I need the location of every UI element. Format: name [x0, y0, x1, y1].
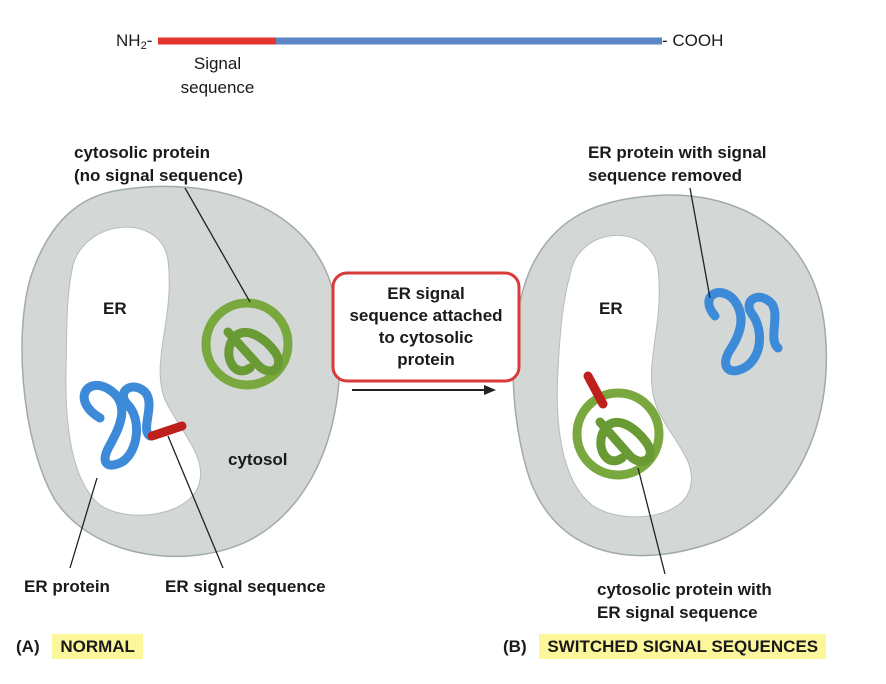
- signal-label-line-2: sequence: [180, 78, 255, 97]
- transition-line-4: protein: [397, 350, 455, 369]
- er-label-b: ER: [599, 299, 623, 318]
- cell-a-er: [65, 226, 202, 516]
- er-protein-b: [704, 288, 783, 376]
- signal-label-line-1: Signal: [193, 54, 242, 73]
- panel-a-letter: (A): [16, 637, 40, 656]
- c-terminus-label: - COOH: [662, 31, 724, 50]
- cytosolic-label-a-line-2: (no signal sequence): [74, 166, 244, 185]
- panel-b-title: SWITCHED SIGNAL SEQUENCES: [539, 634, 827, 659]
- transition-arrow: [352, 385, 496, 395]
- cytosolic-protein-b: [572, 371, 664, 480]
- er-signal-sequence-a: [147, 421, 187, 441]
- er-protein-label-a: ER protein: [24, 577, 110, 596]
- er-protein-label-b: ER protein with signal sequence removed: [588, 141, 767, 187]
- n-terminus-label: NH2-: [116, 31, 152, 52]
- panel-a-title: NORMAL: [52, 634, 143, 659]
- cell-b: [512, 194, 828, 557]
- cytosolic-protein-label-b: cytosolic protein with ER signal sequenc…: [597, 578, 772, 624]
- cell-a: [21, 185, 341, 558]
- transition-box-text: ER signal sequence attached to cytosolic…: [336, 283, 516, 371]
- n-terminus-dash: -: [146, 31, 153, 50]
- cytosolic-label-b-line-1: cytosolic protein with: [597, 580, 772, 599]
- cytosol-label-a: cytosol: [228, 450, 288, 469]
- n-terminus-subscript: 2: [140, 40, 147, 52]
- panel-b-caption: (B) SWITCHED SIGNAL SEQUENCES: [503, 634, 827, 659]
- transition-line-3: to cytosolic: [378, 328, 474, 347]
- cytosolic-protein-a: [201, 298, 293, 390]
- cytosolic-label-b-line-2: ER signal sequence: [597, 603, 758, 622]
- leader-lines: [69, 187, 711, 575]
- er-protein-label-b-line-2: sequence removed: [588, 166, 743, 185]
- cytosolic-label-a-line-1: cytosolic protein: [74, 143, 211, 162]
- transition-line-2: sequence attached: [349, 306, 503, 325]
- er-signal-sequence-label-a: ER signal sequence: [165, 577, 326, 596]
- transition-line-1: ER signal: [387, 284, 465, 303]
- er-protein-a: [79, 380, 187, 470]
- er-signal-sequence-b: [583, 371, 608, 409]
- transition-box-frame: [331, 271, 521, 383]
- er-protein-label-b-line-1: ER protein with signal: [588, 143, 767, 162]
- n-terminus-text: NH: [116, 31, 141, 50]
- er-label-a: ER: [103, 299, 127, 318]
- panel-b-letter: (B): [503, 637, 527, 656]
- panel-a-caption: (A) NORMAL: [16, 634, 143, 659]
- cytosolic-protein-label-a: cytosolic protein (no signal sequence): [74, 141, 243, 187]
- signal-sequence-label: Signal sequence: [170, 52, 265, 100]
